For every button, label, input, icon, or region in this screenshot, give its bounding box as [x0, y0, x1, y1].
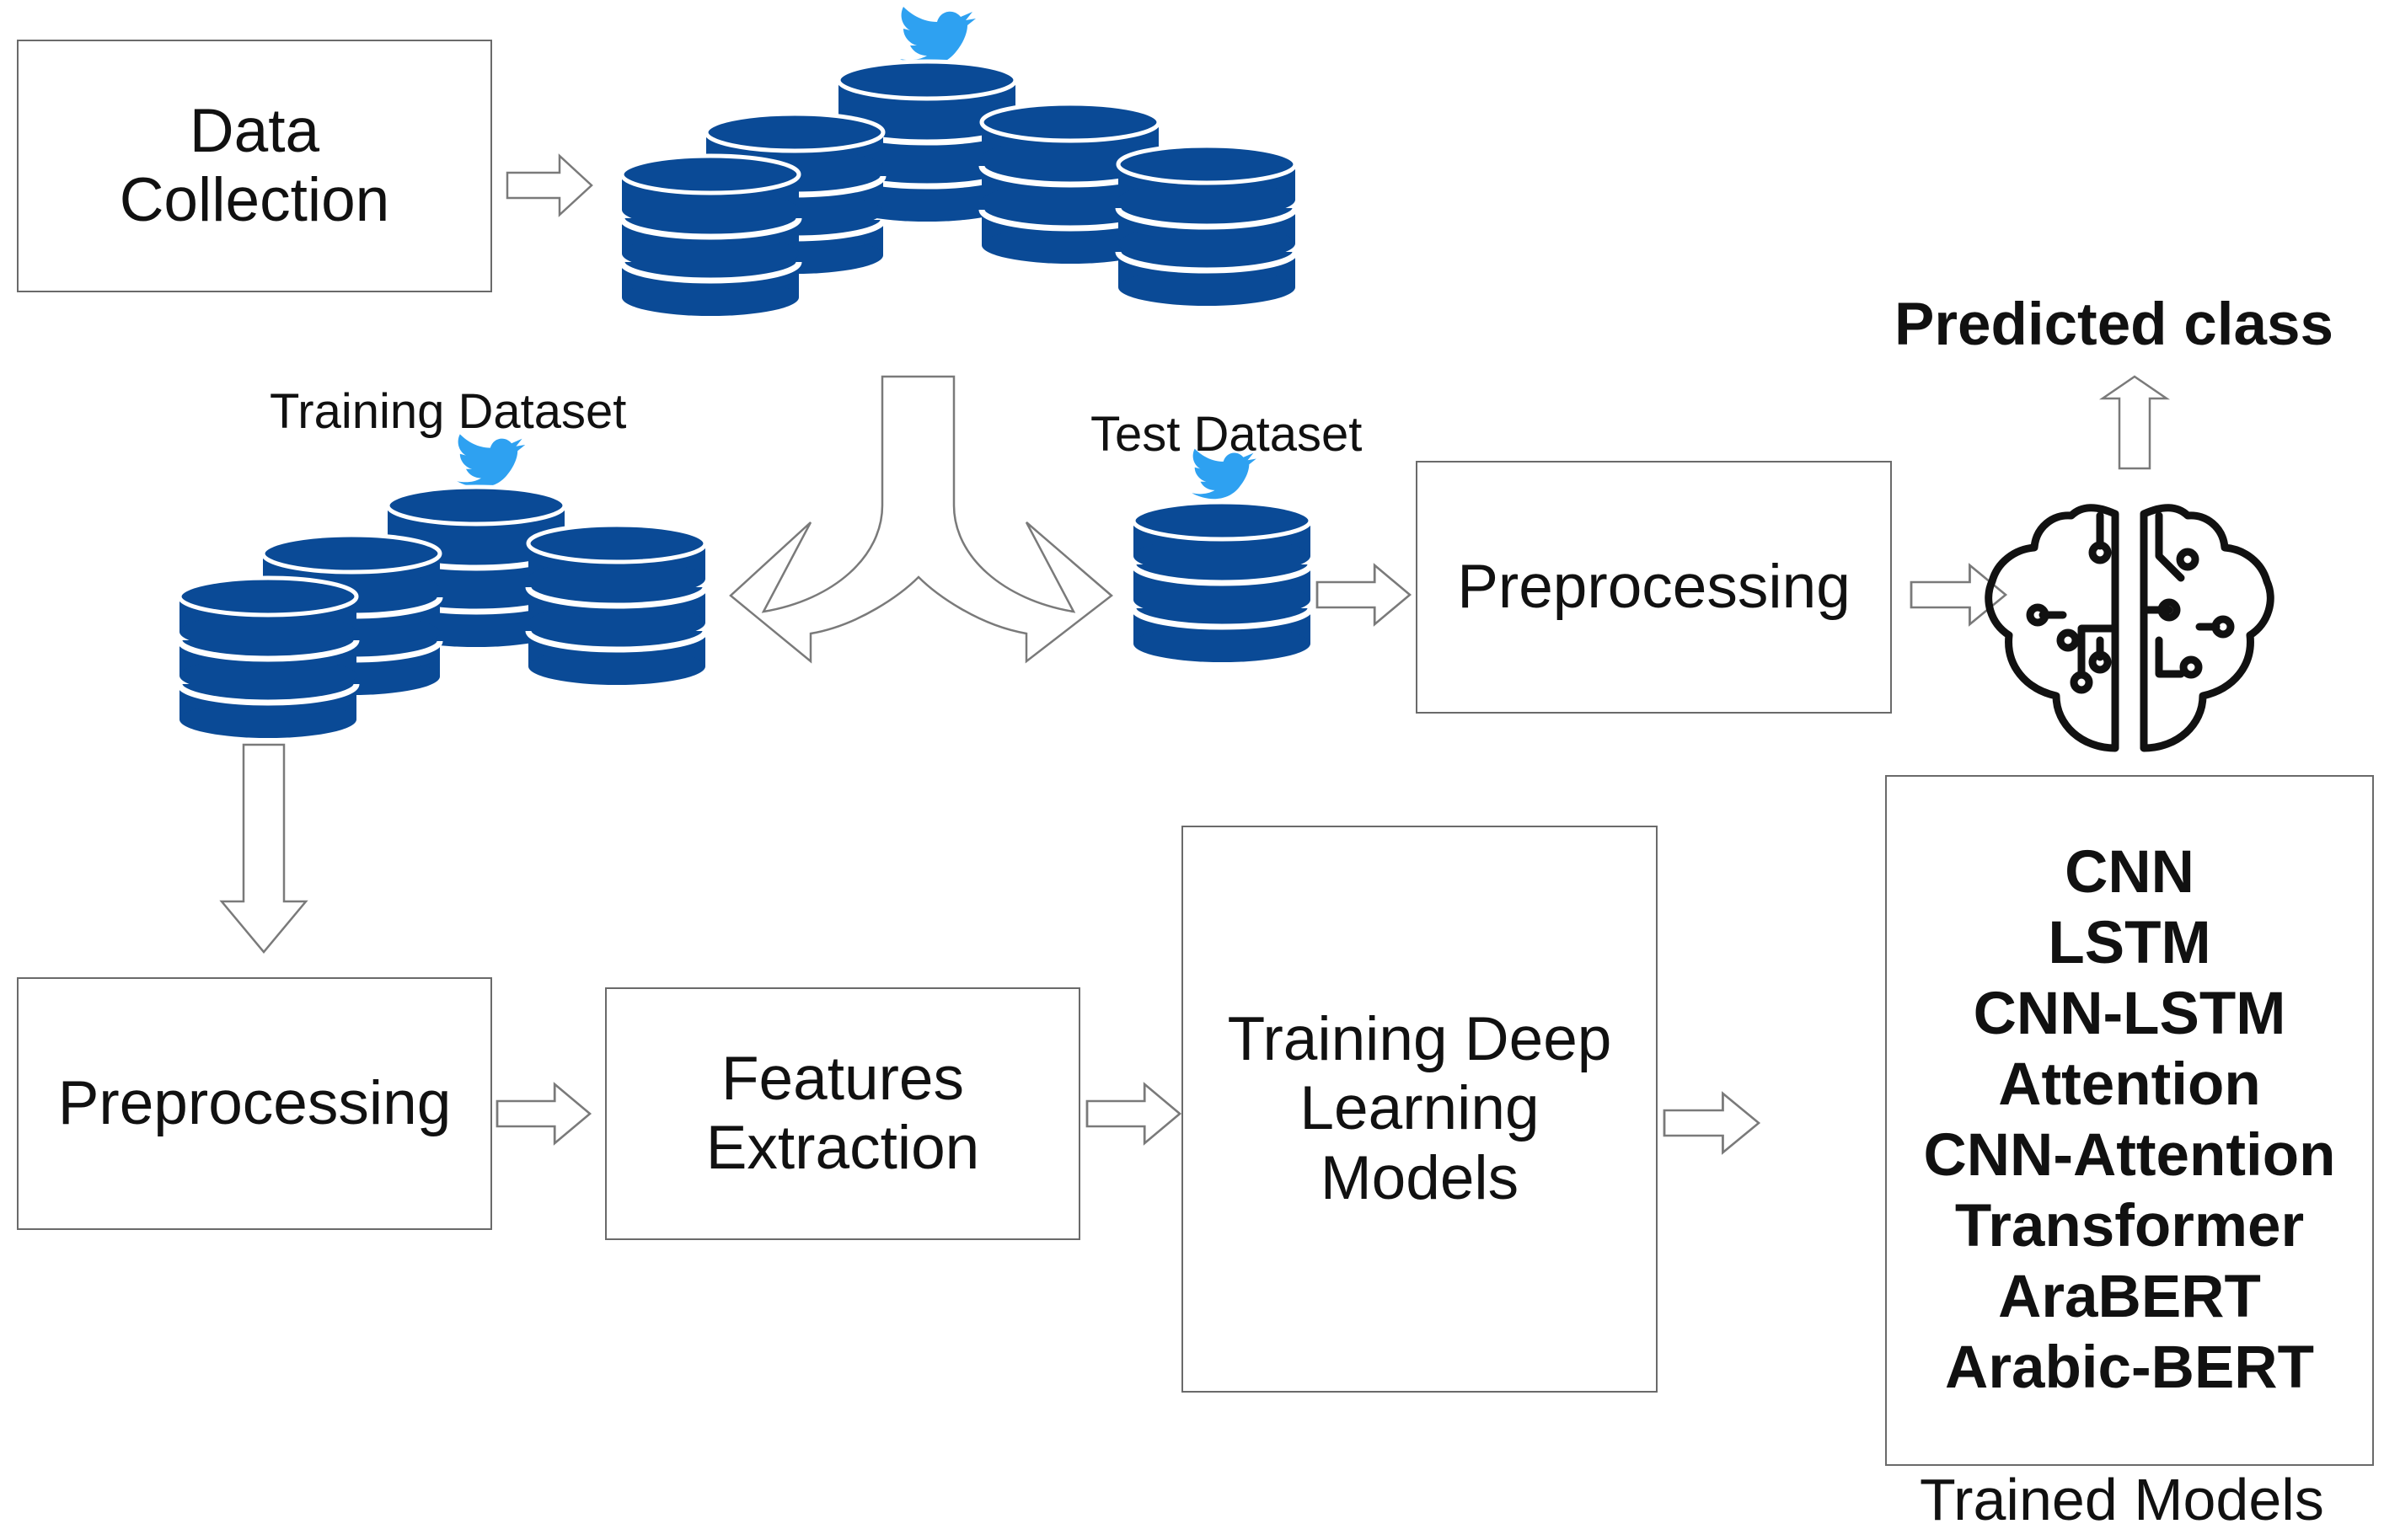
features-extraction-label: Features Extraction — [705, 1044, 980, 1182]
test-preprocessing-box: Preprocessing — [1416, 461, 1892, 714]
test-preprocessing-label: Preprocessing — [1457, 552, 1851, 621]
database-icon — [622, 156, 799, 316]
trained-models-box: CNN LSTM CNN-LSTM Attention CNN-Attentio… — [1885, 775, 2374, 1466]
split-arrow — [729, 375, 1113, 664]
twitter-bird-icon — [1192, 448, 1256, 500]
right-arrow — [496, 1083, 592, 1145]
model-name: LSTM — [2048, 910, 2211, 976]
trained-models-label: Trained Models — [1920, 1467, 2324, 1532]
training-models-label: Training Deep Learning Models — [1227, 1004, 1612, 1212]
down-arrow — [219, 743, 308, 954]
train-preprocessing-label: Preprocessing — [57, 1068, 452, 1137]
model-name: Arabic-BERT — [1945, 1334, 2314, 1401]
right-arrow — [1085, 1083, 1181, 1145]
features-extraction-box: Features Extraction — [605, 987, 1080, 1240]
right-arrow — [1663, 1092, 1760, 1154]
data-collection-box: Data Collection — [17, 40, 492, 292]
database-icon — [1133, 502, 1310, 662]
train-preprocessing-box: Preprocessing — [17, 977, 492, 1230]
training-dataset-label: Training Dataset — [270, 384, 627, 439]
data-collection-label: Data Collection — [119, 96, 390, 234]
model-name: Attention — [1998, 1051, 2261, 1118]
right-arrow — [1315, 564, 1412, 626]
model-name: CNN-LSTM — [1973, 981, 2286, 1047]
model-name: AraBERT — [1998, 1264, 2261, 1330]
model-name: CNN-Attention — [1923, 1122, 2336, 1189]
test-dataset-label: Test Dataset — [1090, 407, 1363, 462]
training-models-box: Training Deep Learning Models — [1181, 826, 1658, 1393]
up-arrow — [2098, 375, 2171, 470]
database-icon — [179, 578, 356, 738]
database-icon — [1118, 146, 1295, 306]
twitter-bird-icon — [457, 434, 526, 488]
model-name: CNN — [2065, 839, 2194, 906]
predicted-class-label: Predicted class — [1894, 291, 2333, 358]
model-name: Transformer — [1954, 1193, 2305, 1259]
database-icon — [528, 525, 705, 685]
twitter-bird-icon — [900, 7, 976, 67]
brain-circuit-icon — [1985, 504, 2274, 752]
right-arrow — [506, 154, 593, 217]
model-list: CNN LSTM CNN-LSTM Attention CNN-Attentio… — [1924, 837, 2336, 1404]
